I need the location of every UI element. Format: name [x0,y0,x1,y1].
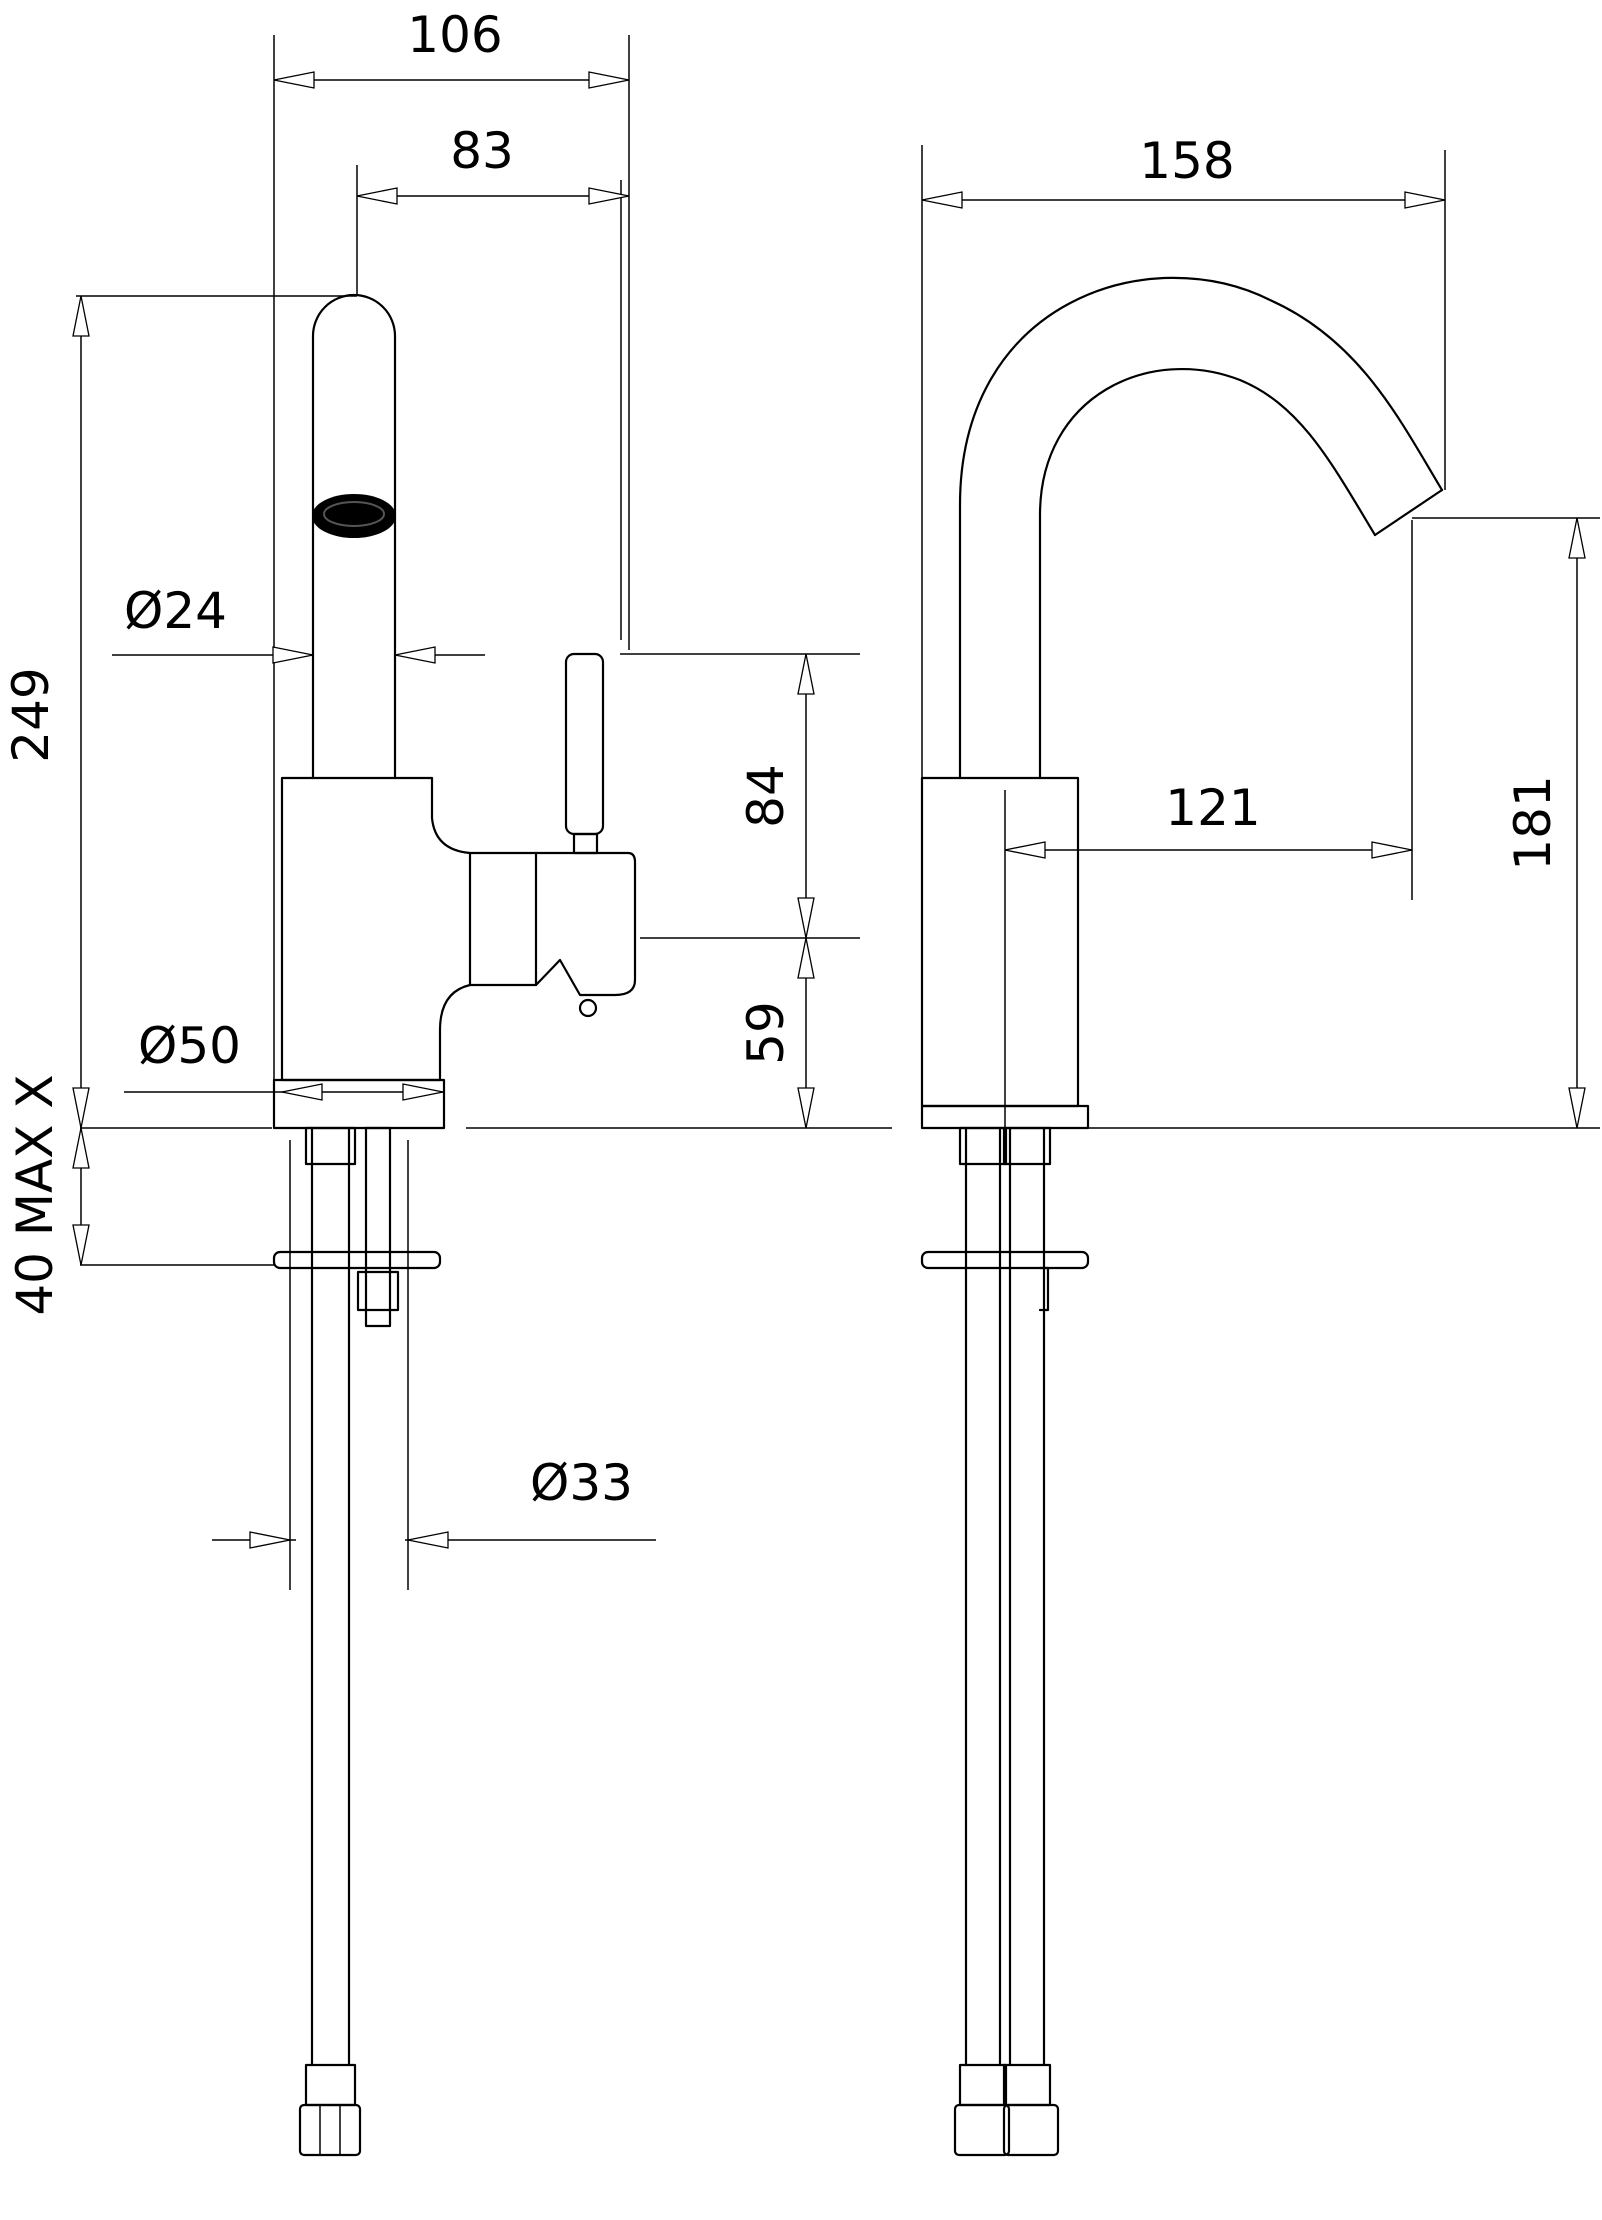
front-hose-ferrule-right-bottom [1002,2063,1052,2107]
dim-spout-diameter: Ø24 [124,582,227,640]
front-fixing-plate [920,1250,1090,1270]
side-handle-lever [564,652,605,836]
side-extension-lines [76,35,892,1590]
dim-spout-height: 181 [1504,775,1562,870]
dim-deck-thickness: 40 MAX X [6,1074,64,1315]
front-hose-ferrule-right-top [1002,1126,1052,1166]
front-mixer-body [920,776,1080,1108]
dim-spout-reach: 121 [1165,779,1260,837]
side-spout-column [311,293,397,780]
side-hose-nut [298,2103,362,2157]
dim-side-width: 106 [407,6,502,64]
side-view: 106 83 249 Ø24 84 59 Ø50 40 MAX X Ø33 [2,6,892,2157]
dim-side-height: 249 [2,667,60,762]
front-hose-nut-left [953,2103,1011,2157]
side-mixer-body [280,776,538,1082]
dim-side-spout-offset: 83 [450,122,514,180]
front-gooseneck-outer [958,276,1444,780]
front-supply-hose-right [1008,1126,1046,2067]
front-arrowheads [921,191,1586,1129]
front-spout-tip [1373,488,1444,537]
dim-deck-thickness-suffix: X [6,1074,64,1108]
side-hose-ferrule-bottom [304,2063,357,2107]
side-threaded-rod [364,1126,392,1328]
side-handle-base [534,851,637,997]
front-hose-ferrule-left-top [958,1126,1008,1166]
side-aerator-highlight [323,501,385,527]
side-arrowheads [72,71,815,1549]
front-gooseneck-inner [1038,367,1377,780]
front-extension-lines [921,145,1600,1129]
dim-front-width: 158 [1139,132,1234,190]
side-hose-nut-facets [319,2105,341,2155]
side-fixing-plate [272,1250,442,1270]
dim-shank-diameter: Ø33 [530,1454,633,1512]
side-hose-ferrule-top [304,1126,357,1166]
side-handle-screw [578,998,598,1018]
dim-base-diameter: Ø50 [138,1017,241,1075]
front-supply-hose-left [964,1126,1002,2067]
dim-deck-thickness-main: 40 MAX [6,1125,64,1316]
dim-handle-lower: 59 [737,1001,795,1065]
front-view: 158 121 181 [920,132,1600,2157]
side-fixing-nut [356,1270,400,1312]
front-hose-ferrule-left-bottom [958,2063,1008,2107]
side-handle-collar [572,832,599,855]
front-fixing-clip [1038,1266,1050,1312]
front-hose-nut-right [1002,2103,1060,2157]
side-dimension-lines [80,79,807,1265]
dim-handle-upper: 84 [737,764,795,828]
front-dimension-lines [922,199,1578,1128]
